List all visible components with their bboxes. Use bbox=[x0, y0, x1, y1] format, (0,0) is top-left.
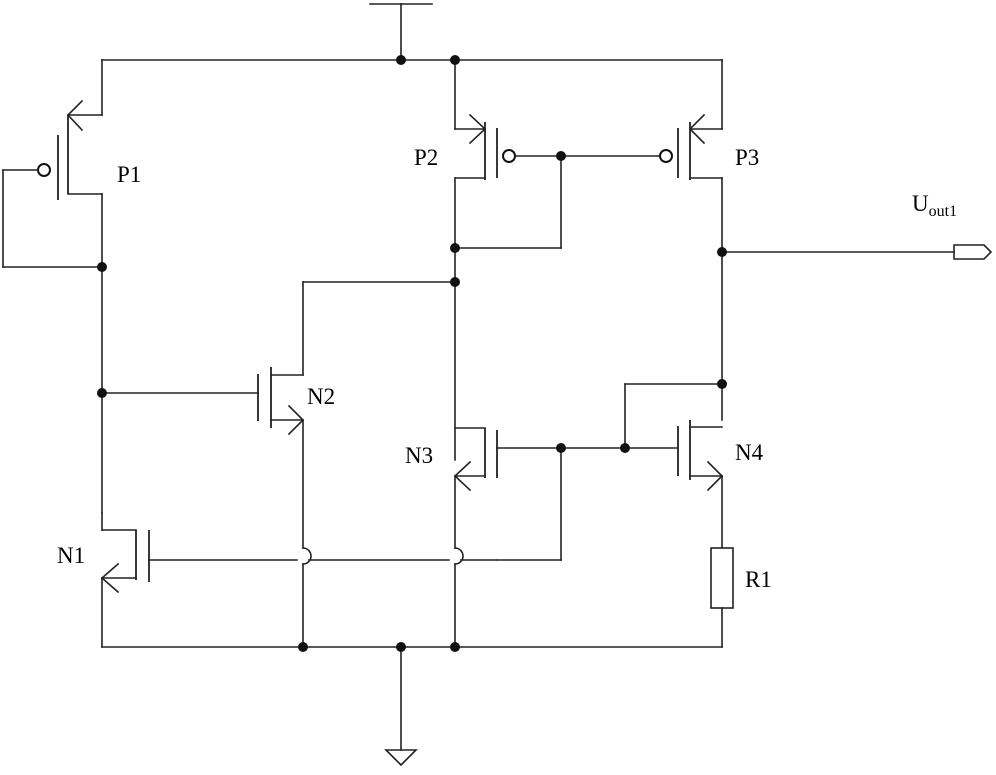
transistor-p3 bbox=[659, 59, 723, 421]
resistor-r1 bbox=[710, 547, 734, 648]
transistor-n3 bbox=[453, 427, 498, 648]
vdd-supply-icon bbox=[369, 3, 433, 61]
label-n3: N3 bbox=[405, 443, 433, 468]
label-p1: P1 bbox=[117, 162, 141, 187]
ground-icon bbox=[384, 646, 418, 767]
transistor-n4 bbox=[624, 383, 724, 549]
transistor-n2 bbox=[257, 281, 456, 648]
label-p3: P3 bbox=[735, 145, 759, 170]
label-p2: P2 bbox=[414, 145, 438, 170]
label-r1: R1 bbox=[745, 567, 772, 592]
junction-dots bbox=[97, 55, 727, 652]
label-n4: N4 bbox=[735, 440, 764, 465]
label-output-sub: out1 bbox=[929, 203, 957, 220]
transistor-p1 bbox=[2, 59, 103, 268]
label-output-main: U bbox=[912, 191, 929, 216]
output-port-icon bbox=[953, 244, 993, 260]
transistor-p2 bbox=[454, 59, 661, 461]
label-n1: N1 bbox=[57, 543, 85, 568]
label-n2: N2 bbox=[307, 384, 335, 409]
label-output: Uout1 bbox=[912, 191, 957, 220]
transistor-n1 bbox=[100, 512, 150, 648]
